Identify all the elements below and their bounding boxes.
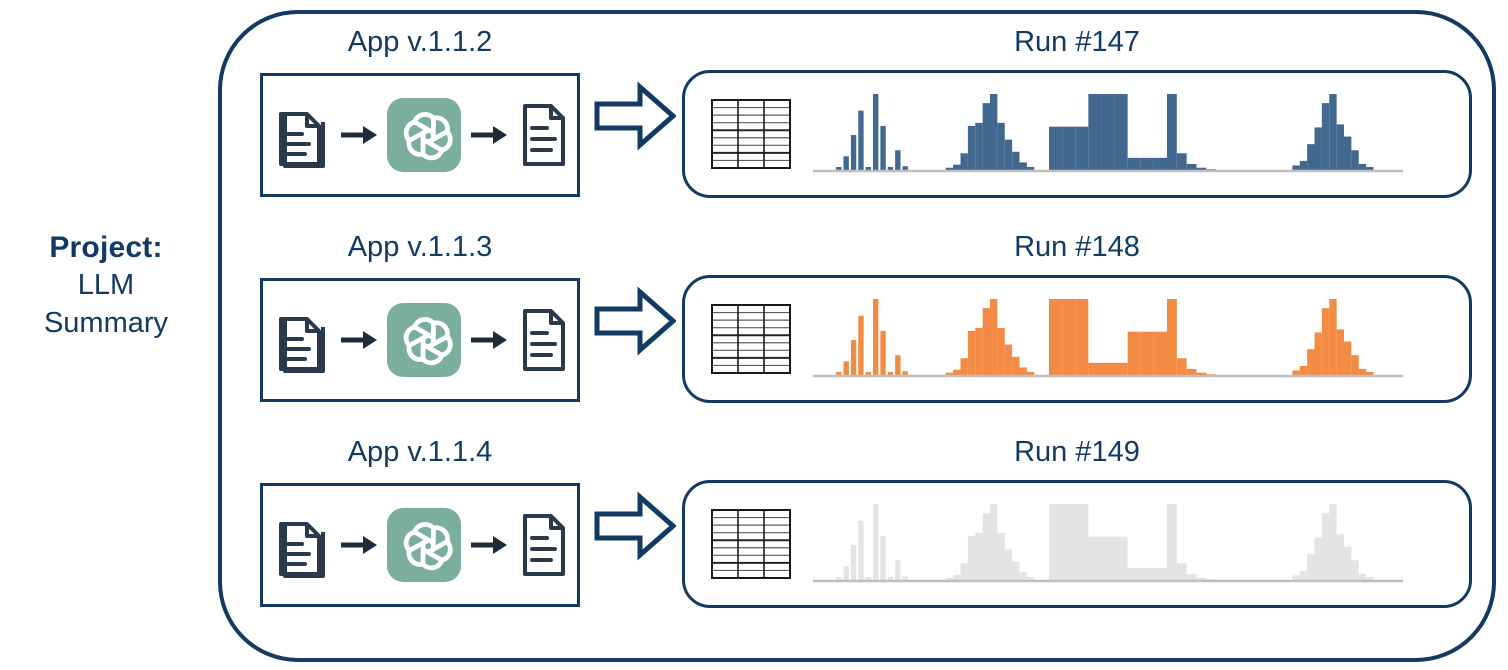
histogram-3 — [1049, 299, 1167, 378]
block-arrow-right-icon — [594, 286, 676, 356]
app-pipeline-box[interactable] — [260, 483, 580, 607]
app-group-2: App v.1.1.4 — [260, 434, 580, 607]
document-icon — [523, 514, 565, 576]
openai-logo-icon — [387, 303, 461, 377]
app-pipeline-box[interactable] — [260, 278, 580, 402]
run-label: Run #147 — [1014, 26, 1140, 58]
histogram-1 — [813, 299, 931, 378]
histogram-4 — [1167, 504, 1285, 583]
run-results-box[interactable] — [682, 70, 1472, 198]
histogram-2 — [931, 94, 1049, 173]
histogram-1 — [813, 94, 931, 173]
pipeline-row: App v.1.1.3 — [222, 229, 1492, 434]
table-grid-icon — [711, 99, 791, 169]
project-subtitle-line2: Summary — [43, 306, 169, 339]
histogram-5 — [1285, 504, 1403, 583]
arrow-right-icon — [471, 126, 507, 144]
app-pipeline-box[interactable] — [260, 73, 580, 197]
histogram-3 — [1049, 504, 1167, 583]
run-results-box[interactable] — [682, 275, 1472, 403]
pipeline-row: App v.1.1.2 — [222, 24, 1492, 229]
run-group-0: Run #147 — [682, 24, 1472, 198]
run-label: Run #149 — [1014, 436, 1140, 468]
openai-logo-icon — [387, 98, 461, 172]
run-group-1: Run #148 — [682, 229, 1472, 403]
app-version-label: App v.1.1.2 — [347, 26, 493, 58]
table-grid-icon — [711, 304, 791, 374]
run-group-2: Run #149 — [682, 434, 1472, 608]
document-icon — [523, 104, 565, 166]
table-grid-icon — [711, 509, 791, 579]
stacked-documents-icon — [279, 317, 325, 373]
pipeline-row: App v.1.1.4 — [222, 434, 1492, 639]
arrow-right-icon — [341, 126, 377, 144]
app-group-0: App v.1.1.2 — [260, 24, 580, 197]
histogram-1 — [813, 504, 931, 583]
block-arrow-right-icon — [594, 81, 676, 151]
app-group-1: App v.1.1.3 — [260, 229, 580, 402]
arrow-right-icon — [471, 536, 507, 554]
document-icon — [523, 309, 565, 371]
histogram-4 — [1167, 299, 1285, 378]
project-title: Project: — [49, 231, 163, 264]
arrow-right-icon — [471, 331, 507, 349]
project-subtitle-line1: LLM — [77, 269, 135, 301]
histogram-2 — [931, 504, 1049, 583]
app-version-label: App v.1.1.4 — [347, 436, 493, 468]
project-label: Project: LLM Summary — [0, 228, 212, 342]
histogram-4 — [1167, 94, 1285, 173]
openai-logo-icon — [387, 508, 461, 582]
block-arrow-right-icon — [594, 491, 676, 561]
histogram-5 — [1285, 299, 1403, 378]
histogram-5 — [1285, 94, 1403, 173]
stacked-documents-icon — [279, 522, 325, 578]
app-version-label: App v.1.1.3 — [347, 231, 493, 263]
stacked-documents-icon — [279, 112, 325, 168]
histogram-2 — [931, 299, 1049, 378]
arrow-right-icon — [341, 331, 377, 349]
histogram-3 — [1049, 94, 1167, 173]
run-results-box[interactable] — [682, 480, 1472, 608]
arrow-right-icon — [341, 536, 377, 554]
run-label: Run #148 — [1014, 231, 1140, 263]
project-container: App v.1.1.2 — [218, 10, 1496, 662]
